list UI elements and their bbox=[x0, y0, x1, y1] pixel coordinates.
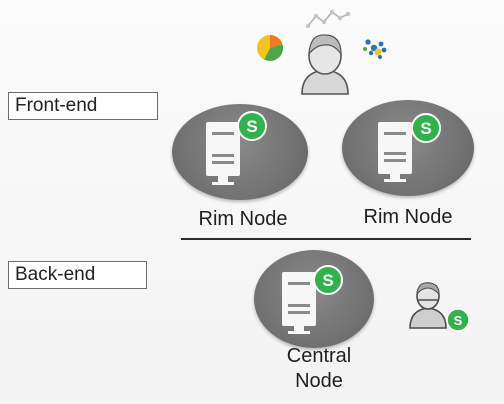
front-end-label: Front-end bbox=[8, 92, 158, 120]
user-icon bbox=[301, 34, 349, 95]
central-node-label-line2: Node bbox=[295, 370, 343, 392]
qlik-sense-badge-icon: S bbox=[446, 308, 470, 332]
tier-divider-line bbox=[181, 238, 471, 240]
rim-node-1: S bbox=[172, 104, 308, 200]
svg-text:S: S bbox=[420, 119, 431, 138]
central-node: S bbox=[254, 250, 374, 348]
pie-chart-icon bbox=[257, 34, 284, 61]
svg-text:S: S bbox=[322, 271, 333, 290]
server-icon: S bbox=[282, 265, 343, 334]
qlik-sense-badge-icon: S bbox=[237, 111, 267, 141]
server-icon: S bbox=[378, 113, 441, 182]
back-end-label: Back-end bbox=[8, 261, 147, 289]
line-chart-icon bbox=[305, 9, 351, 29]
qlik-sense-badge-icon: S bbox=[313, 265, 343, 295]
rim-node-2: S bbox=[342, 100, 474, 196]
qlik-sense-badge-icon: S bbox=[411, 113, 441, 143]
central-node-label-line1: Central bbox=[286, 345, 352, 367]
rim-node-1-label: Rim Node bbox=[198, 208, 288, 230]
svg-text:S: S bbox=[246, 117, 257, 136]
server-icon: S bbox=[206, 111, 267, 185]
end-user-analytics-graphic bbox=[257, 9, 387, 95]
scatter-chart-icon bbox=[363, 39, 387, 59]
admin-user-icon: S bbox=[409, 282, 470, 332]
svg-text:S: S bbox=[454, 313, 463, 328]
rim-node-2-label: Rim Node bbox=[363, 206, 453, 228]
